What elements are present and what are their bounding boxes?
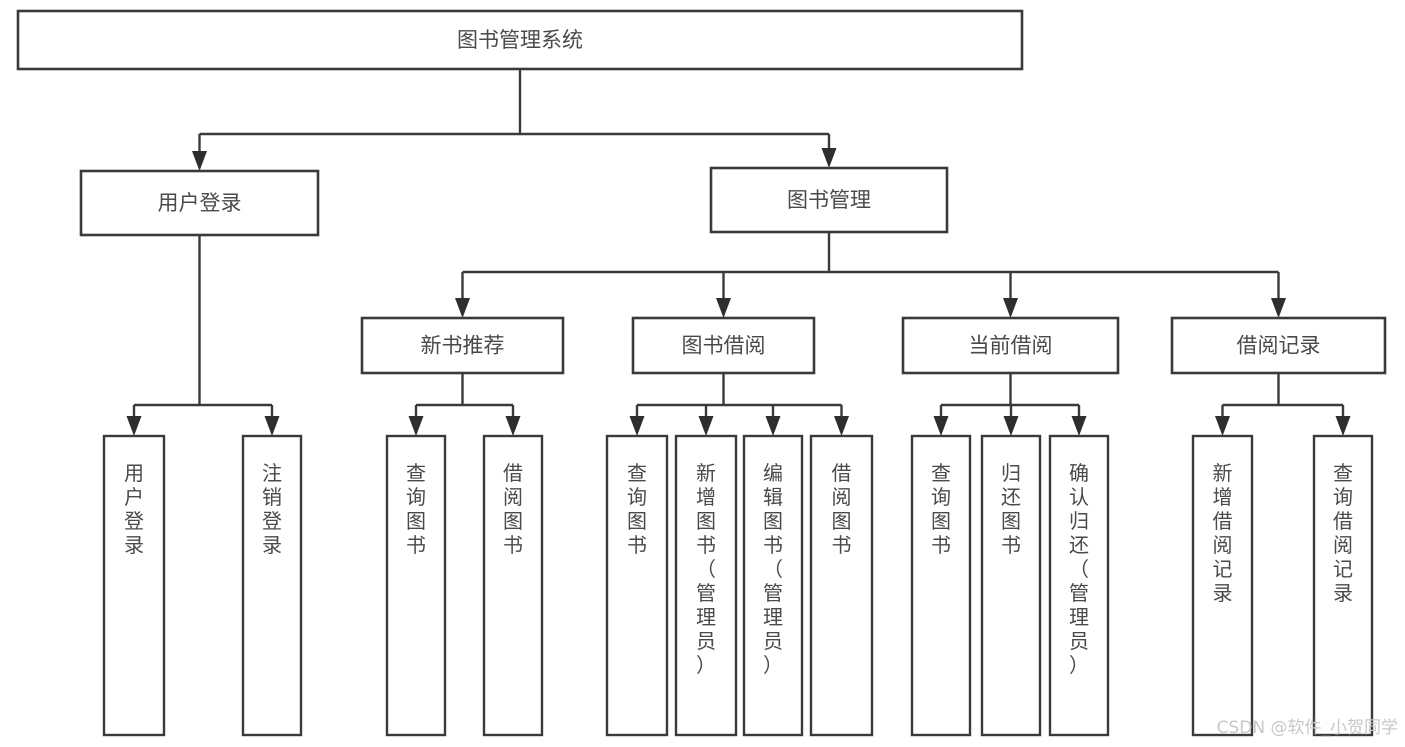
- node-box[interactable]: [809, 434, 874, 737]
- node-label: 新增借阅记录: [1213, 461, 1233, 605]
- node-box[interactable]: [482, 434, 544, 737]
- node-box[interactable]: [980, 434, 1042, 737]
- node-box[interactable]: [742, 434, 804, 737]
- node-box[interactable]: [674, 434, 738, 737]
- node-br-add-record[interactable]: 新增借阅记录: [1191, 434, 1254, 737]
- node-label: 编辑图书（管理员）: [763, 461, 783, 677]
- node-box[interactable]: [1191, 434, 1254, 737]
- node-bb-add-book[interactable]: 新增图书（管理员）: [674, 434, 738, 737]
- node-label: 注销登录: [262, 461, 282, 557]
- node-box[interactable]: [910, 434, 972, 737]
- node-label: 用户登录: [158, 191, 242, 215]
- node-book-borrow[interactable]: 图书借阅: [631, 316, 816, 375]
- node-br-query-record[interactable]: 查询借阅记录: [1312, 434, 1374, 737]
- node-label: 查询借阅记录: [1333, 461, 1353, 605]
- node-label: 图书管理: [787, 188, 871, 212]
- node-box[interactable]: [901, 316, 1120, 375]
- node-label: 查询图书: [627, 461, 647, 557]
- node-box[interactable]: [605, 434, 669, 737]
- node-box[interactable]: [1048, 434, 1110, 737]
- node-box[interactable]: [631, 316, 816, 375]
- node-cb-return-book[interactable]: 归还图书: [980, 434, 1042, 737]
- node-label: 用户登录: [124, 461, 144, 557]
- node-cb-confirm-return[interactable]: 确认归还（管理员）: [1048, 434, 1110, 737]
- node-root[interactable]: 图书管理系统: [16, 9, 1024, 71]
- node-box[interactable]: [241, 434, 303, 737]
- node-bb-query-book[interactable]: 查询图书: [605, 434, 669, 737]
- node-label: 图书借阅: [682, 334, 766, 358]
- node-bb-borrow-book[interactable]: 借阅图书: [809, 434, 874, 737]
- node-label: 借阅记录: [1237, 334, 1321, 358]
- node-borrow-record[interactable]: 借阅记录: [1170, 316, 1387, 375]
- node-box[interactable]: [102, 434, 166, 737]
- node-user-login-do[interactable]: 用户登录: [102, 434, 166, 737]
- node-user-login[interactable]: 用户登录: [79, 169, 320, 237]
- node-label: 借阅图书: [503, 461, 523, 557]
- node-box[interactable]: [709, 166, 949, 234]
- node-book-manage[interactable]: 图书管理: [709, 166, 949, 234]
- node-label: 新书推荐: [421, 334, 505, 358]
- node-box[interactable]: [360, 316, 565, 375]
- node-nbr-query-book[interactable]: 查询图书: [385, 434, 447, 737]
- csdn-watermark: CSDN @软件_小贺同学: [1217, 718, 1398, 738]
- node-user-logout[interactable]: 注销登录: [241, 434, 303, 737]
- node-box[interactable]: [16, 9, 1024, 71]
- node-box[interactable]: [79, 169, 320, 237]
- connector-layer: [126, 69, 1351, 436]
- node-label: 归还图书: [1001, 461, 1021, 557]
- node-label: 查询图书: [406, 461, 426, 557]
- node-label: 查询图书: [931, 461, 951, 557]
- node-box[interactable]: [385, 434, 447, 737]
- node-current-borrow[interactable]: 当前借阅: [901, 316, 1120, 375]
- node-label: 当前借阅: [969, 334, 1053, 358]
- node-label: 新增图书（管理员）: [696, 461, 716, 677]
- node-label: 图书管理系统: [457, 28, 583, 52]
- node-nbr-borrow-book[interactable]: 借阅图书: [482, 434, 544, 737]
- node-cb-query-book[interactable]: 查询图书: [910, 434, 972, 737]
- node-label: 确认归还（管理员）: [1069, 461, 1089, 677]
- node-layer: 图书管理系统用户登录用户登录注销登录图书管理新书推荐查询图书借阅图书图书借阅查询…: [16, 9, 1387, 737]
- node-box[interactable]: [1170, 316, 1387, 375]
- node-new-book-recommend[interactable]: 新书推荐: [360, 316, 565, 375]
- node-bb-edit-book[interactable]: 编辑图书（管理员）: [742, 434, 804, 737]
- node-label: 借阅图书: [832, 461, 852, 557]
- node-box[interactable]: [1312, 434, 1374, 737]
